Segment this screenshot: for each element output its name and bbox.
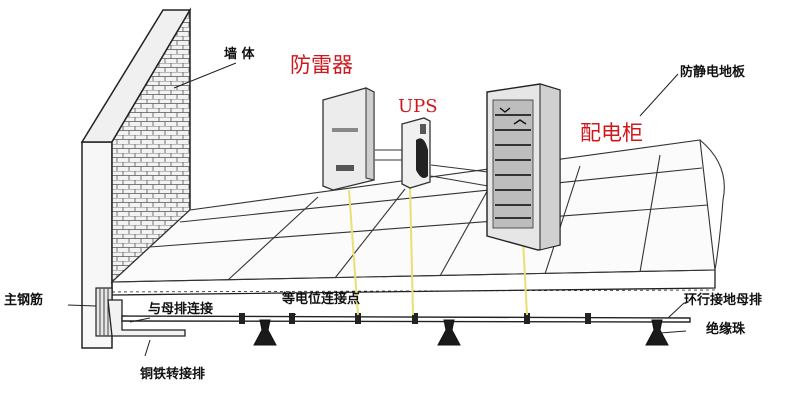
ring-ground-busbar-label: 环行接地母排 xyxy=(684,293,763,308)
distribution-cabinet xyxy=(486,83,561,251)
surge-protector-box xyxy=(322,87,375,191)
wall-label: 墙 体 xyxy=(224,47,255,62)
equipotential-points xyxy=(239,313,591,324)
wall-structure xyxy=(80,7,192,349)
surge-protector-label: 防雷器 xyxy=(290,53,353,77)
distribution-cabinet-label: 配电柜 xyxy=(580,121,643,145)
power-cables xyxy=(375,149,489,187)
main-rebar-label: 主钢筋 xyxy=(4,293,44,308)
antistatic-floor-label: 防静电地板 xyxy=(680,65,746,80)
ups-label: UPS xyxy=(398,96,438,117)
ground-wires xyxy=(348,184,528,316)
copper-iron-adapter-label: 铜铁转接排 xyxy=(140,367,206,382)
antistatic-floor-grid xyxy=(110,139,725,283)
copper-iron-adapter-bar xyxy=(107,299,186,337)
busbar-connection-label: 与母排连接 xyxy=(148,302,214,317)
equipotential-point-label: 等电位连接点 xyxy=(282,292,361,307)
leader-lines xyxy=(67,62,687,357)
insulators xyxy=(253,319,669,346)
insulator-label: 绝缘珠 xyxy=(706,322,746,337)
ups-unit xyxy=(401,117,431,189)
